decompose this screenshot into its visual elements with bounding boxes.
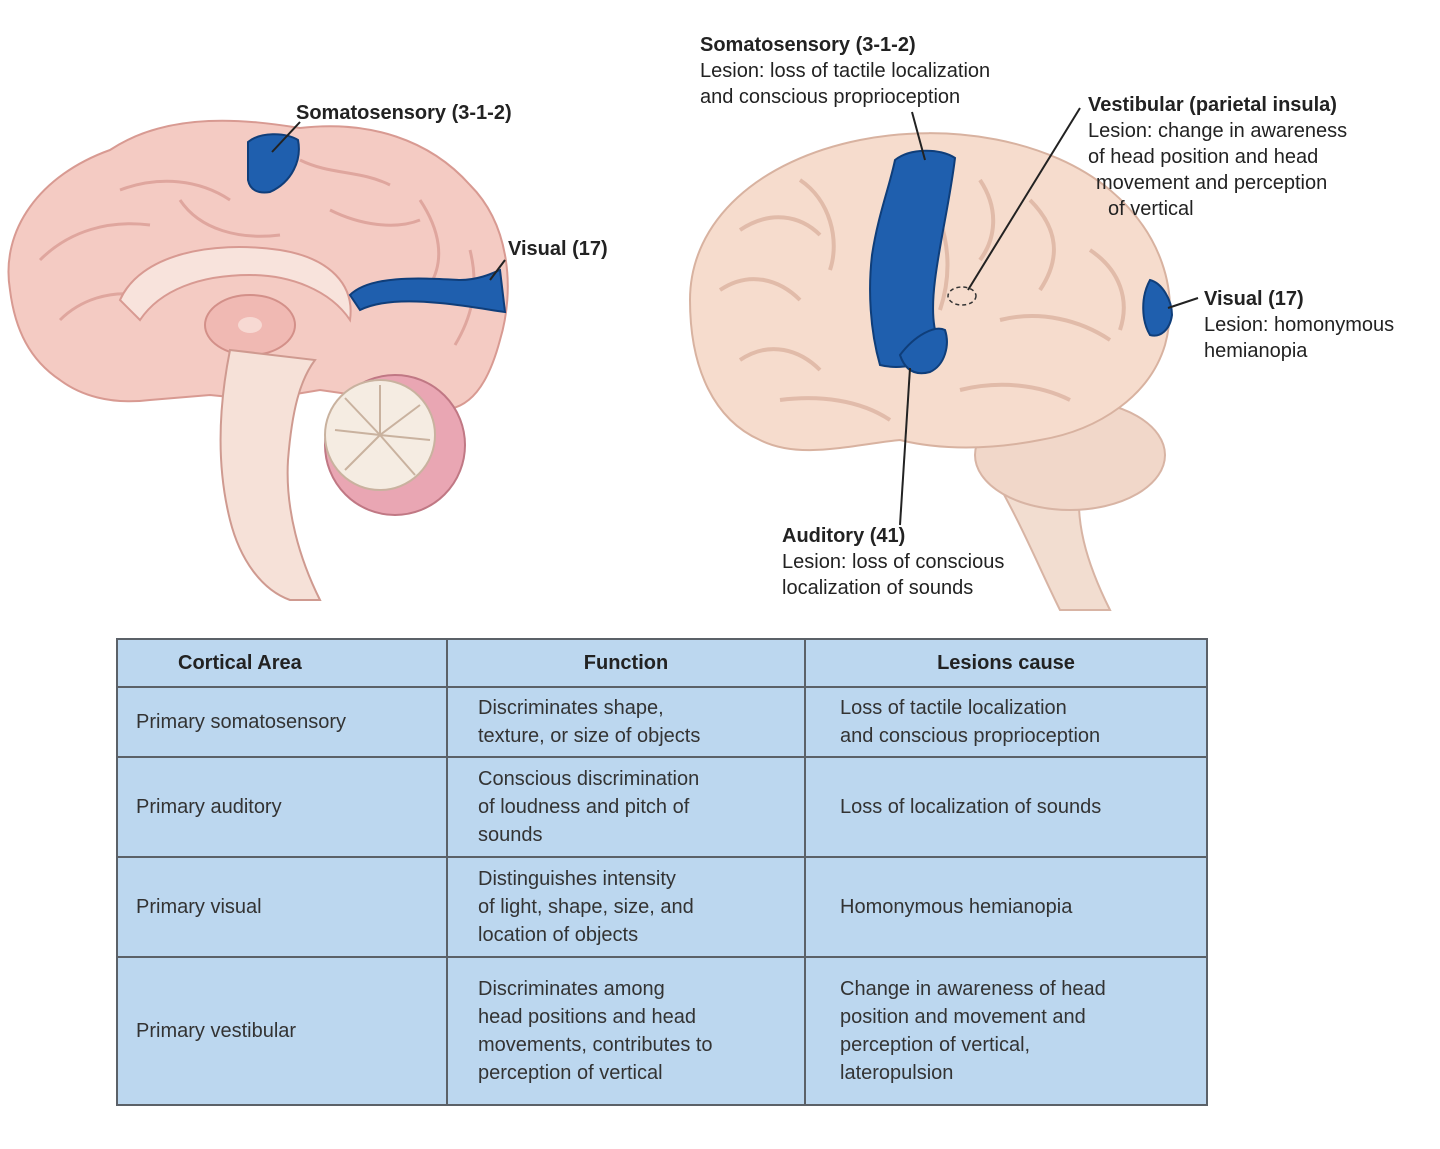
lateral-vestibular-area	[947, 286, 977, 306]
header-lesions-cause: Lesions cause	[804, 638, 1208, 688]
medial-brain-view	[7, 119, 509, 601]
cell-lesion: Loss of localization of sounds	[804, 756, 1208, 858]
header-cortical-area: Cortical Area	[116, 638, 448, 688]
label-right-vestibular: Vestibular (parietal insula) Lesion: cha…	[1088, 94, 1348, 220]
table-row: Primary visual Distinguishes intensity o…	[116, 856, 1208, 958]
brain-figure: Somatosensory (3-1-2) Visual (17) Somato…	[7, 34, 1395, 611]
table-row: Primary auditory Conscious discriminatio…	[116, 756, 1208, 858]
medial-visual-area	[348, 268, 507, 314]
cortical-area-table: Cortical Area Function Lesions cause Pri…	[116, 638, 1208, 1106]
cell-lesion: Loss of tactile localization and conscio…	[804, 686, 1208, 758]
cell-area: Primary auditory	[116, 756, 448, 858]
table-row: Primary vestibular Discriminates among h…	[116, 956, 1208, 1106]
cell-lesion: Change in awareness of head position and…	[804, 956, 1208, 1106]
cell-function: Discriminates among head positions and h…	[446, 956, 806, 1106]
label-left-somatosensory: Somatosensory (3-1-2)	[296, 102, 512, 124]
medial-brainstem	[219, 348, 322, 601]
corpus-callosum	[118, 246, 352, 323]
cell-function: Conscious discrimination of loudness and…	[446, 756, 806, 858]
table-header-row: Cortical Area Function Lesions cause	[116, 638, 1208, 688]
cell-lesion: Homonymous hemianopia	[804, 856, 1208, 958]
label-right-visual: Visual (17) Lesion: homonymous hemianopi…	[1204, 288, 1395, 362]
label-left-visual: Visual (17)	[508, 238, 608, 260]
brain-illustrations	[7, 107, 1199, 611]
cell-area: Primary somatosensory	[116, 686, 448, 758]
lateral-auditory-area	[898, 327, 948, 375]
lateral-visual-area	[1142, 278, 1174, 337]
cortical-table: Cortical Area Function Lesions cause Pri…	[116, 638, 1208, 1106]
cell-area: Primary visual	[116, 856, 448, 958]
label-right-auditory: Auditory (41) Lesion: loss of conscious …	[782, 525, 1005, 599]
lateral-brain-view	[688, 107, 1199, 611]
cell-function: Discriminates shape, texture, or size of…	[446, 686, 806, 758]
cell-area: Primary vestibular	[116, 956, 448, 1106]
medial-somatosensory-area	[247, 133, 300, 194]
header-function: Function	[446, 638, 806, 688]
label-right-somatosensory: Somatosensory (3-1-2) Lesion: loss of ta…	[700, 34, 991, 108]
table-row: Primary somatosensory Discriminates shap…	[116, 686, 1208, 758]
cell-function: Distinguishes intensity of light, shape,…	[446, 856, 806, 958]
